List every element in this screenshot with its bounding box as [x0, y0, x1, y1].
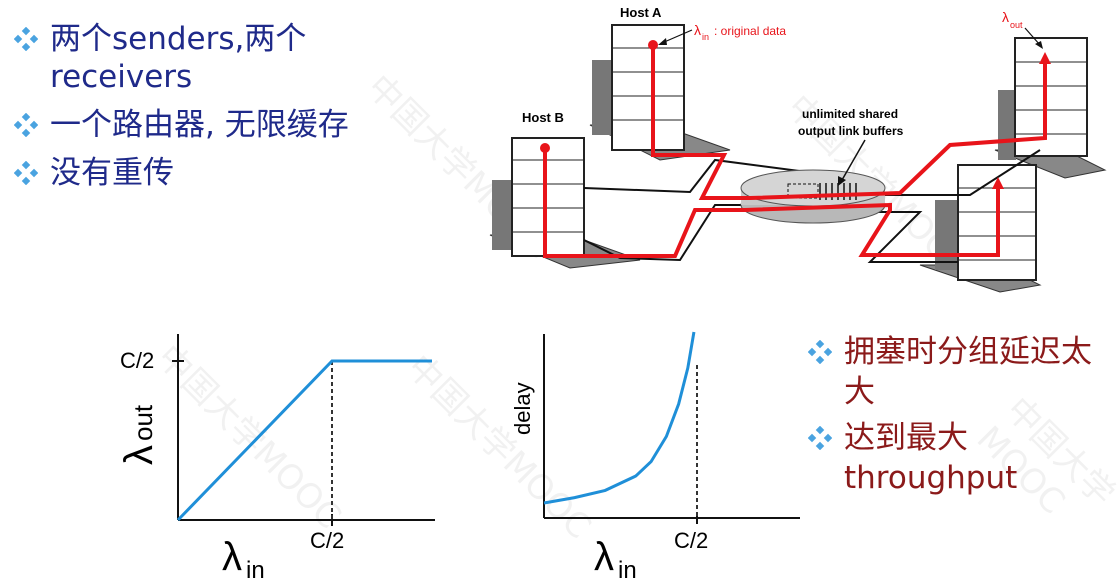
- svg-text:λ: λ: [117, 445, 161, 465]
- bullet-text: 拥塞时分组延迟太大: [844, 334, 1092, 410]
- host-b-computer: [489, 137, 641, 269]
- diamond-bullet-icon: [14, 27, 38, 51]
- x-tick-label: C/2: [310, 528, 344, 553]
- host-a-label: Host A: [620, 5, 662, 20]
- host-b-label: Host B: [522, 110, 564, 125]
- svg-text:λ: λ: [594, 535, 614, 579]
- svg-text:out: out: [128, 404, 158, 441]
- diamond-bullet-icon: [808, 340, 832, 364]
- bullet-item: 两个senders,两个 receivers: [12, 20, 372, 96]
- y-axis-label: delay: [510, 382, 535, 435]
- x-axis-label: λ in: [222, 535, 265, 584]
- diamond-bullet-icon: [14, 113, 38, 137]
- x-tick-label: C/2: [674, 528, 708, 553]
- delay-curve: [543, 331, 696, 505]
- y-tick-label: C/2: [120, 348, 154, 373]
- bullet-item: 一个路由器, 无限缓存: [12, 106, 372, 144]
- lambda-in-description: : original data: [714, 24, 786, 38]
- host-a-computer: [589, 24, 731, 161]
- receiver-computer: [919, 164, 1042, 293]
- x-axis-label: λ in: [594, 535, 637, 584]
- right-bullet-list: 拥塞时分组延迟太大 达到最大 throughput: [806, 332, 1106, 504]
- bullet-text: 达到最大 throughput: [844, 420, 1018, 496]
- bullet-item: 达到最大 throughput: [806, 418, 1106, 498]
- buffer-label-line1: unlimited shared: [802, 107, 898, 121]
- bullet-item: 拥塞时分组延迟太大: [806, 332, 1106, 412]
- bullet-item: 没有重传: [12, 154, 372, 192]
- diamond-bullet-icon: [14, 161, 38, 185]
- diamond-bullet-icon: [808, 426, 832, 450]
- throughput-line: [176, 359, 432, 522]
- svg-text:λ: λ: [222, 535, 242, 579]
- svg-text:in: in: [246, 557, 265, 584]
- network-diagram: Host A Host B: [489, 5, 1107, 293]
- throughput-graph: C/2 C/2 λ out λ in: [117, 334, 435, 584]
- lambda-out-subscript: out: [1010, 20, 1023, 30]
- y-axis-label: λ out: [117, 404, 161, 465]
- lambda-in-symbol: λ: [694, 22, 701, 38]
- left-bullet-list: 两个senders,两个 receivers 一个路由器, 无限缓存 没有重传: [12, 20, 372, 202]
- bullet-text: 没有重传: [50, 155, 174, 191]
- delay-graph: C/2 delay λ in: [510, 331, 800, 584]
- lambda-in-subscript: in: [702, 32, 709, 42]
- lambda-out-symbol: λ: [1002, 9, 1009, 25]
- svg-text:in: in: [618, 557, 637, 584]
- bullet-text: 一个路由器, 无限缓存: [50, 107, 349, 143]
- buffer-label-line2: output link buffers: [798, 124, 904, 138]
- bullet-text: 两个senders,两个 receivers: [50, 21, 307, 95]
- receiver-computer: [994, 37, 1107, 179]
- svg-text:delay: delay: [510, 382, 535, 435]
